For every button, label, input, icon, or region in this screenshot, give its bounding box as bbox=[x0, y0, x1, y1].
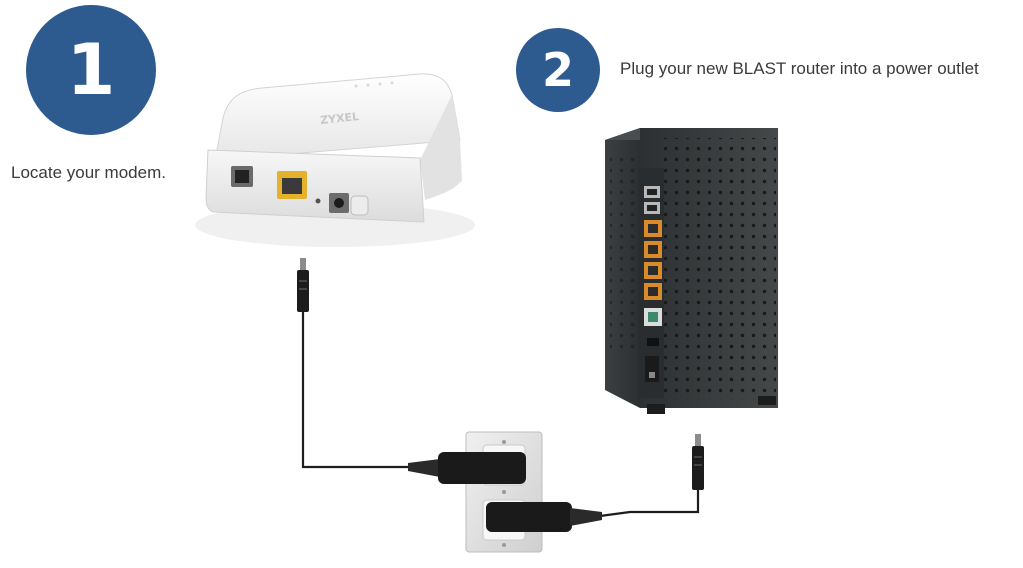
step-1-number: 1 bbox=[66, 29, 116, 111]
modem-power-adapter bbox=[408, 452, 526, 484]
modem-device: ZYXEL bbox=[195, 73, 475, 247]
router-lan-ports bbox=[644, 220, 662, 300]
power-cables bbox=[301, 312, 700, 518]
step-2-badge: 2 bbox=[516, 28, 600, 112]
step-1-badge: 1 bbox=[26, 5, 156, 135]
step-1-caption: Locate your modem. bbox=[11, 163, 166, 182]
router-power-adapter bbox=[486, 502, 602, 532]
wall-outlet bbox=[465, 431, 543, 553]
router-power-plug-icon bbox=[692, 434, 704, 490]
step-2-number: 2 bbox=[541, 43, 574, 97]
modem-brand-label: ZYXEL bbox=[320, 110, 360, 127]
modem-power-plug-icon bbox=[297, 258, 309, 312]
router-device bbox=[605, 128, 778, 414]
step-2-caption: Plug your new BLAST router into a power … bbox=[620, 59, 979, 78]
